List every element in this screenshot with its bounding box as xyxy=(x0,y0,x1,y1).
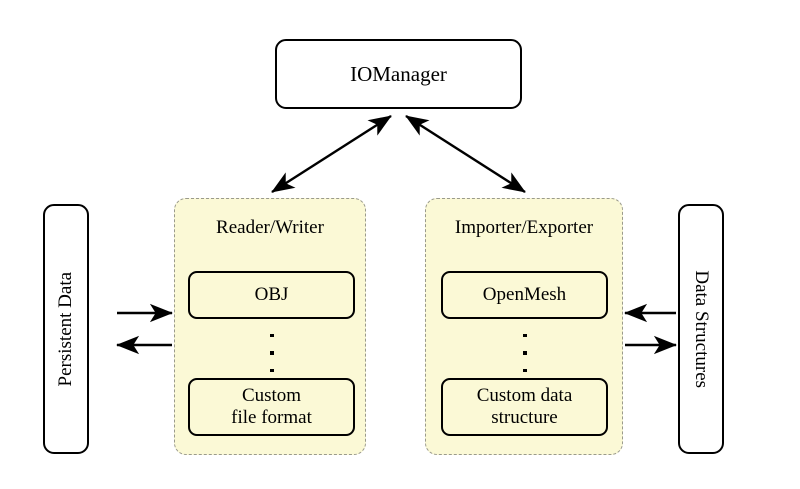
ellipsis-reader-writer xyxy=(265,330,279,376)
node-obj[interactable]: OBJ xyxy=(188,271,355,319)
node-custom-file-format-line2: file format xyxy=(231,407,312,428)
data-structures-label: Data Structures xyxy=(691,270,713,388)
node-custom-data-structure-label: Custom data structure xyxy=(477,385,573,430)
io-manager-label: IOManager xyxy=(350,61,447,86)
arrow-manager-readerwriter xyxy=(271,114,392,194)
node-obj-label: OBJ xyxy=(254,283,289,305)
node-custom-file-format-line1: Custom xyxy=(241,384,302,406)
node-openmesh-label: OpenMesh xyxy=(482,283,567,305)
panel-importer-exporter-title: Importer/Exporter xyxy=(454,217,594,238)
node-custom-file-format-label: Custom file format xyxy=(231,385,312,430)
persistent-data-label: Persistent Data xyxy=(54,271,76,387)
data-structures-node[interactable]: Data Structures xyxy=(678,204,724,454)
panel-reader-writer-title: Reader/Writer xyxy=(216,217,324,238)
node-openmesh[interactable]: OpenMesh xyxy=(441,271,608,319)
persistent-data-node[interactable]: Persistent Data xyxy=(43,204,89,454)
node-custom-data-structure-line1: Custom data xyxy=(476,384,573,406)
ellipsis-importer-exporter xyxy=(518,330,532,376)
node-custom-data-structure[interactable]: Custom data structure xyxy=(441,378,608,436)
node-custom-file-format[interactable]: Custom file format xyxy=(188,378,355,436)
arrow-manager-importerexporter xyxy=(405,114,526,194)
io-manager-node[interactable]: IOManager xyxy=(275,39,522,109)
node-custom-data-structure-line2: structure xyxy=(491,407,558,428)
